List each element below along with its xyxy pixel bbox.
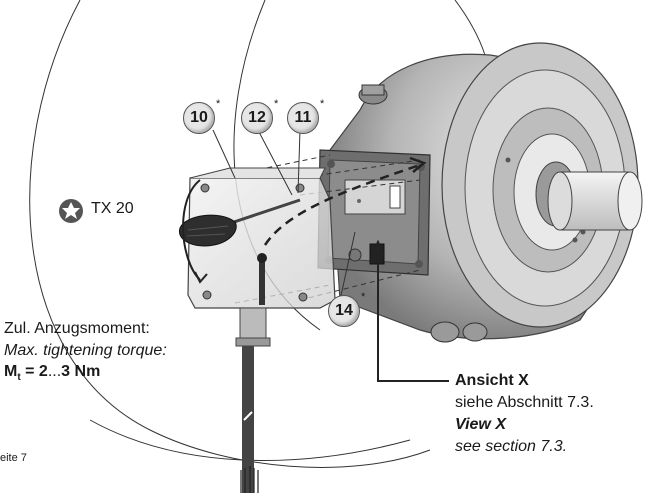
cable-gland-and-cable: [235, 307, 271, 493]
view-title-de: Ansicht X: [455, 372, 529, 389]
tool-label: TX 20: [91, 200, 134, 217]
torque-label-de: Zul. Anzugsmoment:: [4, 320, 150, 337]
torque-symbol: M: [4, 363, 18, 380]
view-ref-en: see section 7.3.: [455, 438, 568, 455]
page-footer: eite 7: [0, 452, 27, 464]
callout-14: 14: [328, 295, 360, 327]
cable-cover-box: [187, 167, 336, 309]
torque-value: Mt = 2...3 Nm: [4, 363, 101, 384]
callout-10-mark: *: [216, 98, 221, 110]
callout-14-mark: *: [361, 291, 366, 303]
assembly-path-arrow: [263, 163, 421, 246]
torque-value-a: 2: [38, 363, 48, 380]
callout-leaders: [212, 129, 356, 301]
torque-unit: Nm: [74, 363, 101, 380]
callout-11: 11: [287, 102, 319, 134]
screwdriver: [179, 198, 301, 247]
torque-subscript: t: [17, 372, 21, 384]
view-ref-de: siehe Abschnitt 7.3.: [455, 394, 594, 411]
background-arc-right: [454, 0, 486, 56]
torx-icon: [59, 199, 83, 223]
encoder-shaft: [547, 171, 643, 231]
callout-11-mark: *: [320, 98, 325, 110]
view-title-en: View X: [455, 416, 506, 433]
torque-value-b: 3: [61, 363, 71, 380]
torque-label-en: Max. tightening torque:: [4, 342, 167, 359]
torque-value-sep: ...: [47, 363, 62, 380]
background-arc-left: [29, 0, 431, 468]
view-x-pointer: [371, 239, 449, 382]
callout-10: 10: [183, 102, 215, 134]
rotation-arrow: [182, 179, 201, 281]
callout-12-mark: *: [274, 98, 279, 110]
callout-12: 12: [241, 102, 273, 134]
connection-plate: [317, 149, 431, 276]
